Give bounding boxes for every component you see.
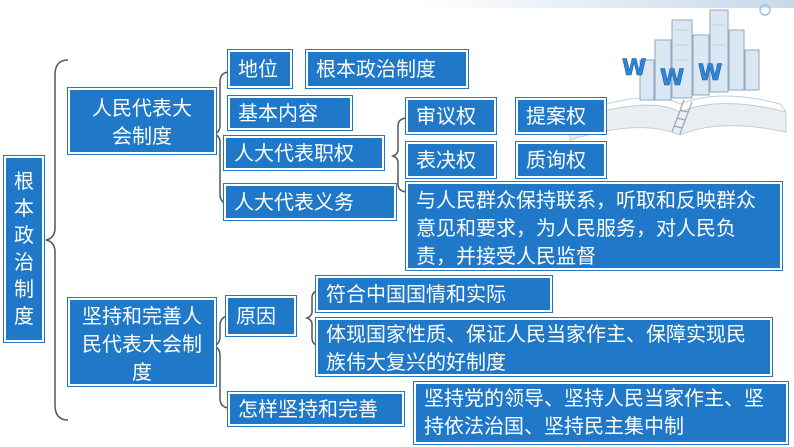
power-inquiry: 质询权 (516, 142, 606, 178)
root-char: 政 (14, 223, 34, 247)
www-letter-1: W (622, 56, 646, 81)
content-label: 基本内容 (228, 96, 352, 130)
how-label: 怎样坚持和完善 (228, 392, 404, 426)
root-char: 根 (14, 169, 34, 193)
powers-label: 人大代表职权 (224, 136, 384, 170)
reason-2: 体现国家性质、保证人民当家作主、保障实现民族伟大复兴的好制度 (316, 318, 772, 376)
root-char: 制 (14, 277, 34, 301)
duties-label: 人大代表义务 (224, 184, 396, 220)
www-letter-2: W (660, 66, 684, 91)
how-value: 坚持党的领导、坚持人民当家作主、坚持依法治国、坚持民主集中制 (414, 382, 788, 444)
root-char: 度 (14, 304, 34, 328)
root-char: 本 (14, 196, 34, 220)
power-vote: 表决权 (406, 142, 496, 178)
top-accent-bar (420, 0, 794, 8)
www-letter-3: W (698, 61, 722, 86)
power-proposal: 提案权 (516, 98, 606, 134)
reason-1: 符合中国国情和实际 (316, 276, 552, 312)
status-value: 根本政治制度 (306, 50, 468, 88)
status-label: 地位 (228, 50, 292, 88)
duties-value: 与人民群众保持联系，听取和反映群众意见和要求，为人民服务，对人民负责，并接受人民… (406, 182, 782, 270)
reason-label: 原因 (226, 296, 296, 336)
balloon-icon (759, 4, 771, 16)
root-char: 治 (14, 250, 34, 274)
branch2-title: 坚持和完善人民代表大会制度 (68, 298, 216, 386)
root-node: 根 本 政 治 制 度 (4, 156, 44, 342)
book-city-illustration: W W W (569, 4, 788, 141)
branch1-title: 人民代表大会制度 (68, 88, 216, 154)
power-review: 审议权 (406, 98, 496, 134)
